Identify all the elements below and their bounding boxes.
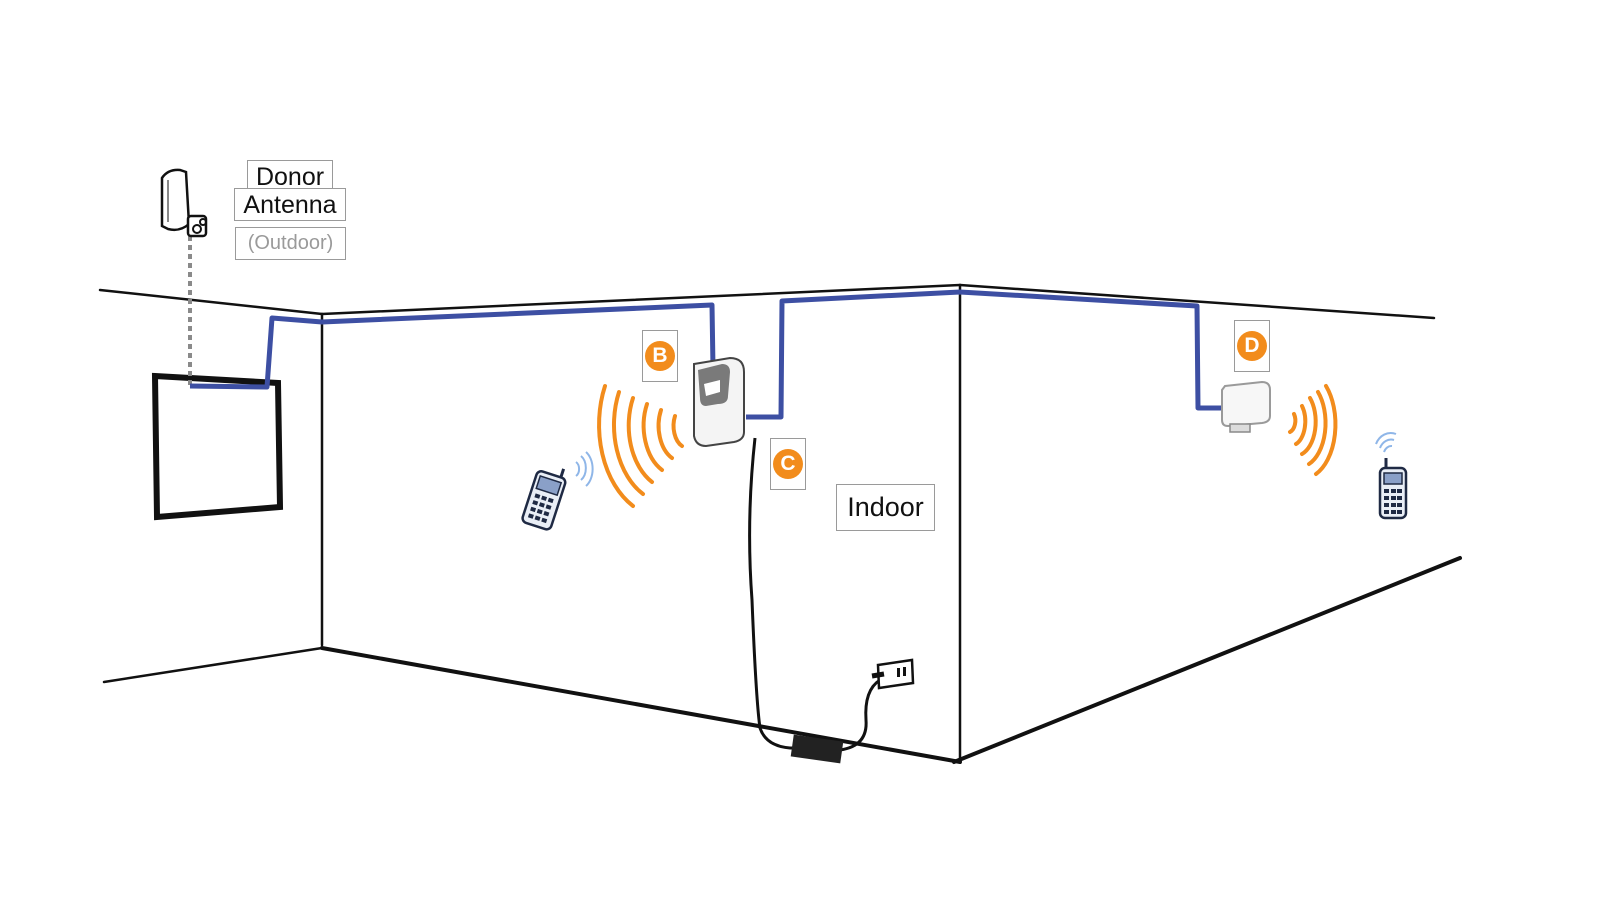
wall-outlet-icon — [871, 658, 915, 690]
marker-b-badge: B — [645, 341, 675, 371]
mobile-phone-icon — [1375, 432, 1408, 520]
repeater-signal-waves — [597, 384, 684, 508]
donor-antenna-icon — [160, 168, 208, 238]
mobile-phone-icon — [521, 451, 594, 531]
coax-cable-to-repeater — [189, 302, 716, 390]
outdoor-label: (Outdoor) — [235, 227, 346, 260]
window-frame — [151, 372, 284, 521]
right-wall-top-edge — [958, 283, 1436, 320]
antenna-label: Antenna — [234, 188, 346, 221]
right-floor-edge — [952, 556, 1462, 764]
marker-b-box: B — [642, 330, 678, 382]
marker-c-box: C — [770, 438, 806, 490]
power-cable-to-outlet — [839, 678, 881, 752]
indoor-antenna-signal-waves — [1288, 384, 1338, 476]
repeater-unit-icon — [693, 356, 745, 448]
room-outline — [98, 283, 1462, 764]
back-floor-edge — [320, 646, 962, 764]
indoor-antenna-icon — [1221, 380, 1271, 433]
back-wall-top-edge — [320, 283, 962, 316]
left-wall-top-edge — [98, 288, 324, 316]
left-floor-edge — [102, 646, 324, 684]
marker-c-badge: C — [773, 449, 803, 479]
coax-cable-to-indoor-antenna — [746, 289, 1225, 420]
marker-d-box: D — [1234, 320, 1270, 372]
marker-d-badge: D — [1237, 331, 1267, 361]
indoor-label: Indoor — [836, 484, 935, 531]
power-cable — [748, 437, 800, 750]
power-adapter-icon — [790, 734, 844, 764]
